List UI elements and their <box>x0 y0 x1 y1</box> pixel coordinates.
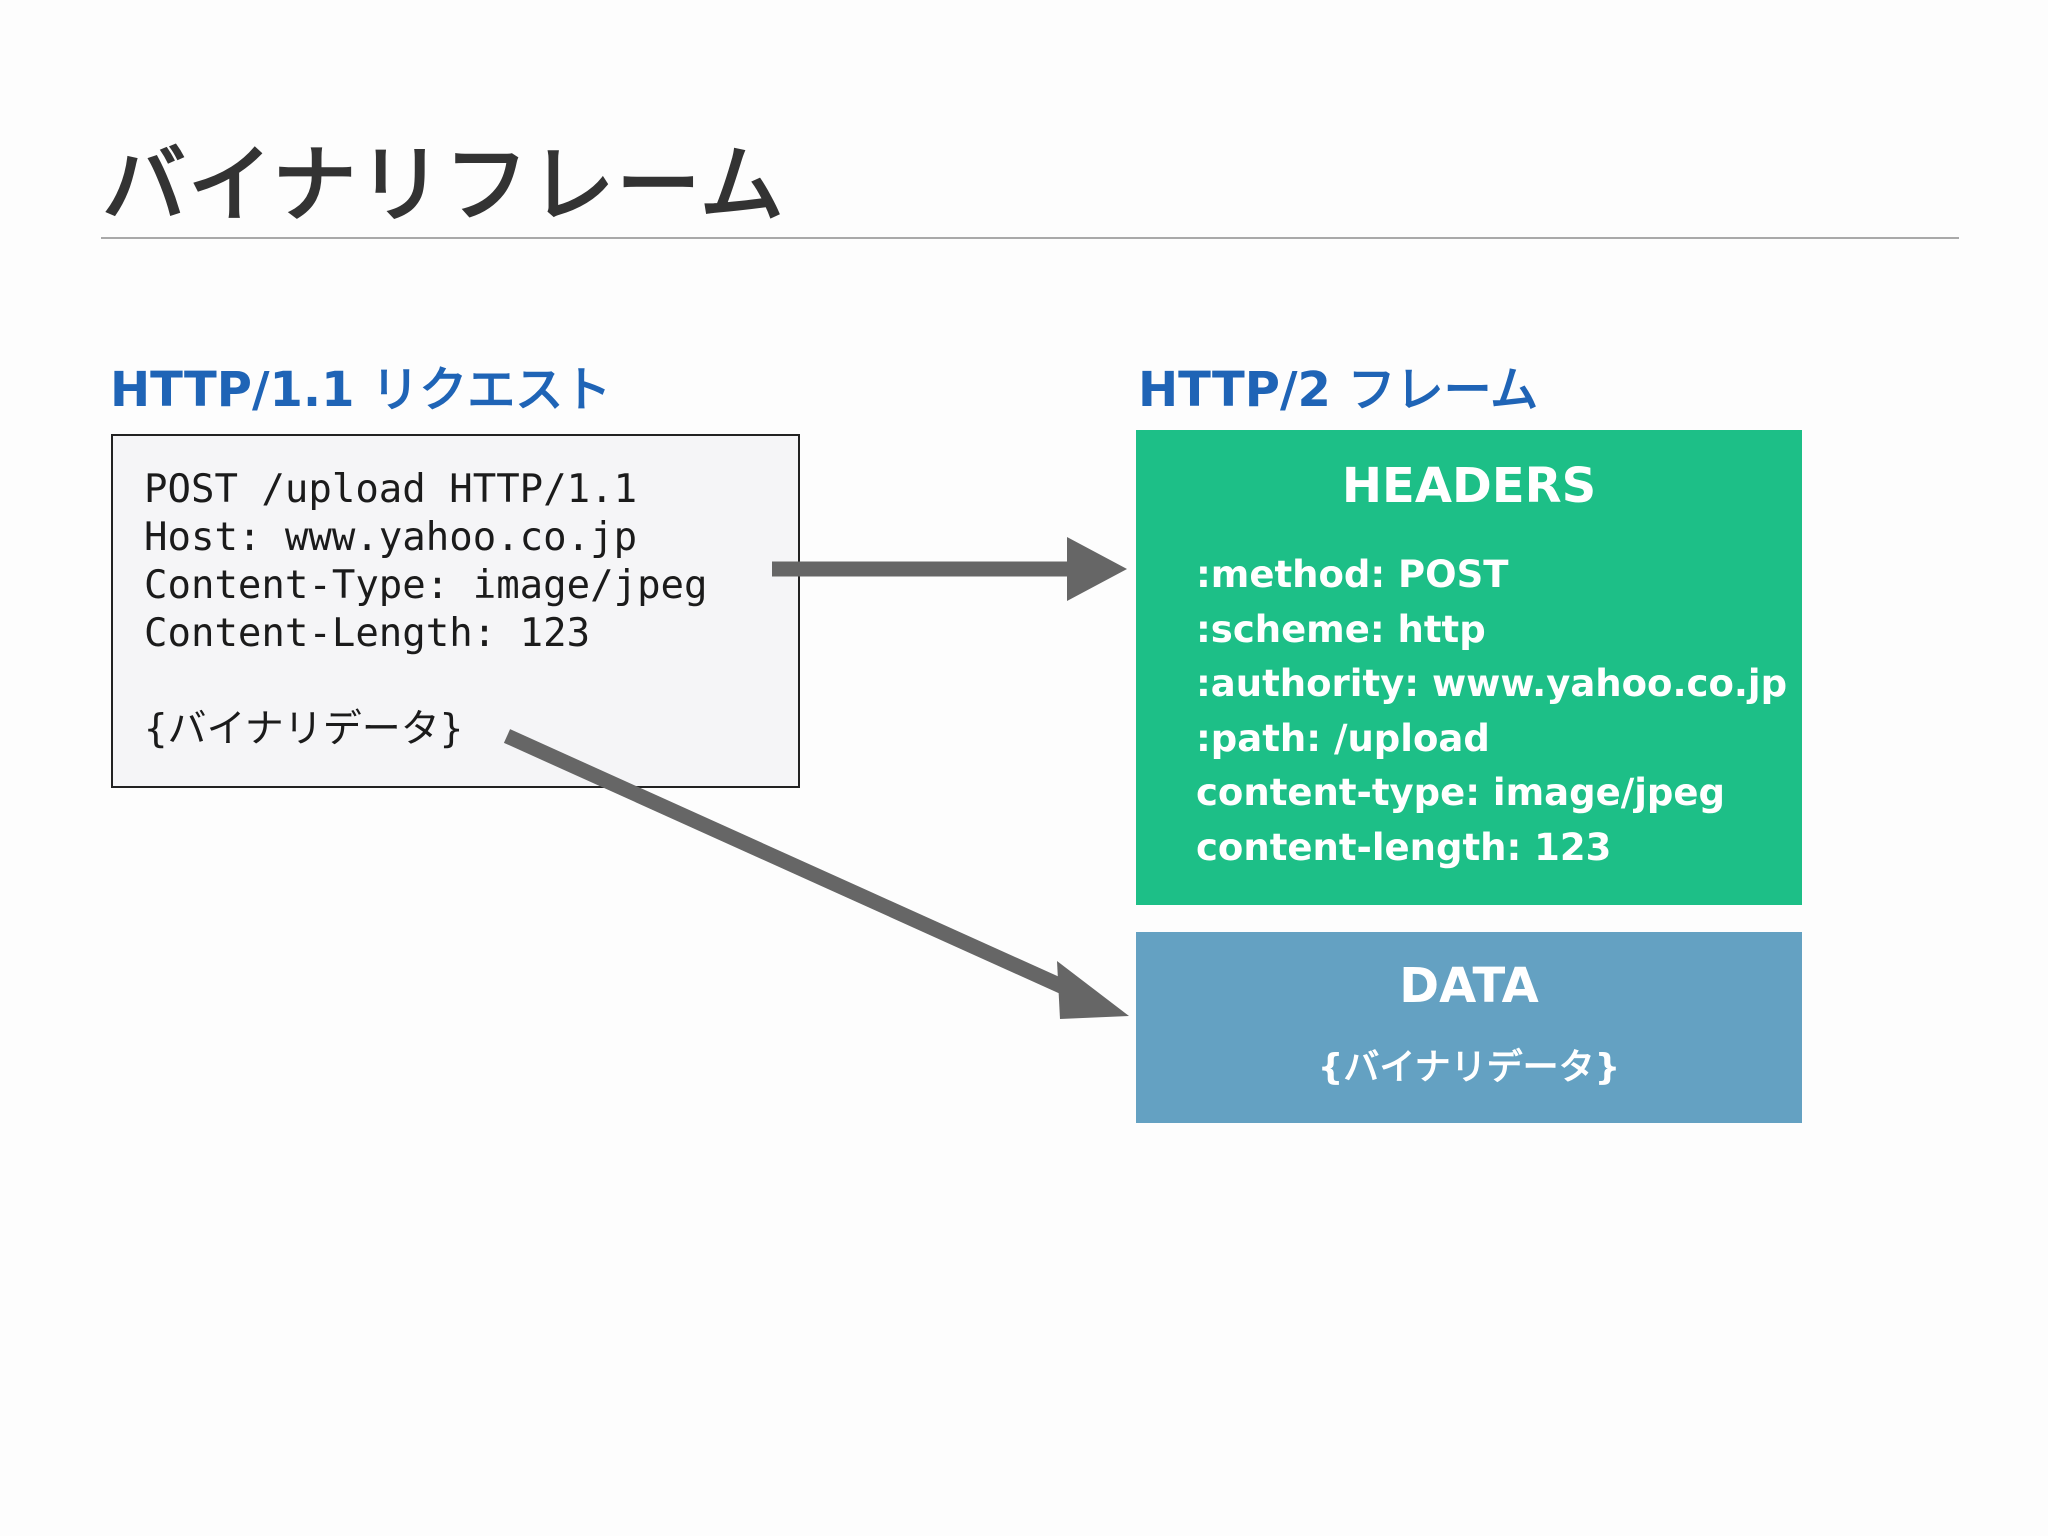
data-arrow-shaft <box>503 729 1074 997</box>
header-field: content-type: image/jpeg <box>1196 771 1725 815</box>
http11-request-box: POST /upload HTTP/1.1 Host: www.yahoo.co… <box>111 434 800 788</box>
data-frame-title: DATA <box>1399 958 1539 1014</box>
request-line: Host: www.yahoo.co.jp <box>144 515 638 560</box>
data-arrow-head <box>1057 961 1129 1019</box>
request-line: Content-Length: 123 <box>144 611 591 656</box>
http2-heading: HTTP/2 フレーム <box>1138 362 1539 418</box>
headers-arrow <box>772 537 1127 601</box>
request-line: Content-Type: image/jpeg <box>144 563 708 608</box>
data-arrow <box>503 729 1129 1019</box>
data-frame: DATA {バイナリデータ} <box>1136 932 1802 1123</box>
headers-frame-fields: :method: POST :scheme: http :authority: … <box>1196 548 1787 876</box>
headers-frame-title: HEADERS <box>1341 458 1597 514</box>
header-field: :authority: www.yahoo.co.jp <box>1196 662 1788 706</box>
request-body-line: {バイナリデータ} <box>144 707 464 752</box>
headers-arrow-head <box>1067 537 1127 601</box>
title-divider <box>101 237 1959 239</box>
data-frame-body: {バイナリデータ} <box>1317 1047 1621 1088</box>
slide-title: バイナリフレーム <box>102 136 786 234</box>
request-line: POST /upload HTTP/1.1 <box>144 467 638 512</box>
header-field: :path: /upload <box>1196 716 1490 760</box>
header-field: :scheme: http <box>1196 607 1486 651</box>
header-field: :method: POST <box>1196 553 1509 596</box>
header-field: content-length: 123 <box>1196 825 1612 869</box>
http11-heading: HTTP/1.1 リクエスト <box>110 362 612 418</box>
headers-frame: HEADERS :method: POST :scheme: http :aut… <box>1136 430 1802 905</box>
